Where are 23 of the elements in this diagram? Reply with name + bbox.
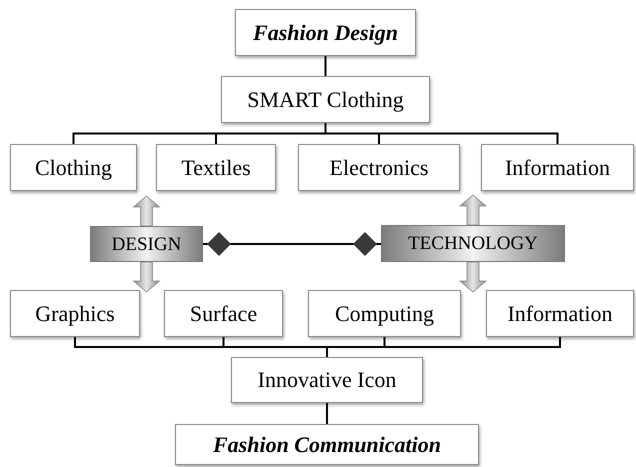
process-box: Surface xyxy=(164,290,283,337)
connector-line xyxy=(326,337,561,357)
diamond-connector xyxy=(203,232,381,256)
process-box: Textiles xyxy=(156,144,276,191)
process-box: Innovative Icon xyxy=(231,357,423,403)
process-box: Information xyxy=(481,144,634,191)
title-box: Fashion Design xyxy=(235,9,416,56)
process-box: Electronics xyxy=(298,144,460,191)
block-arrow xyxy=(458,194,488,226)
category-box: TECHNOLOGY xyxy=(381,225,565,262)
connector-line xyxy=(324,56,326,76)
connector-line xyxy=(326,403,328,424)
title-box: Fashion Communication xyxy=(175,424,479,465)
block-arrow xyxy=(458,262,488,293)
block-arrow xyxy=(132,262,161,293)
category-box: DESIGN xyxy=(90,226,203,262)
block-arrow xyxy=(132,195,161,226)
connector-line xyxy=(324,123,558,144)
process-box: Graphics xyxy=(10,290,140,337)
process-box: Clothing xyxy=(10,144,137,191)
process-box: SMART Clothing xyxy=(221,76,430,123)
process-box: Computing xyxy=(308,290,461,337)
process-box: Information xyxy=(486,290,634,337)
